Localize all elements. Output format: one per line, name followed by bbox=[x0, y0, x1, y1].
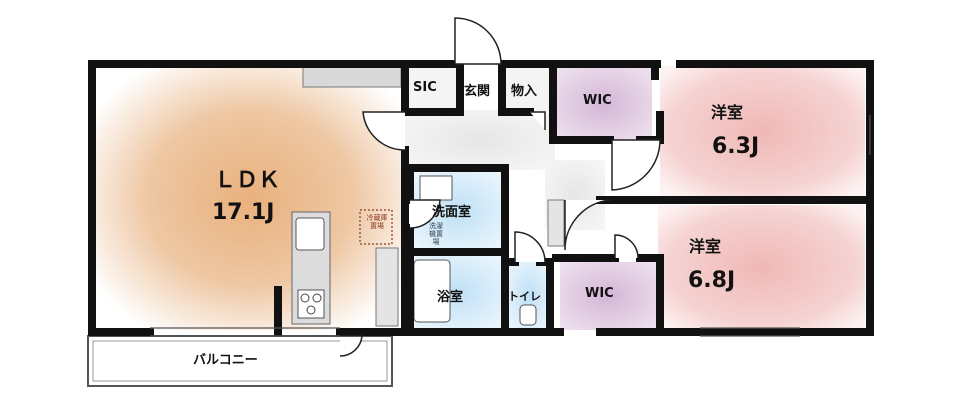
fridge-space-label: 冷蔵庫置場 bbox=[366, 214, 388, 230]
doors bbox=[339, 17, 661, 357]
ldk-closet bbox=[302, 66, 402, 88]
wic1-floor bbox=[556, 68, 652, 140]
western2-size: 6.8J bbox=[688, 268, 736, 293]
wic2-floor bbox=[560, 262, 656, 330]
western1-name: 洋室 bbox=[711, 103, 744, 122]
ldk-name: ＬＤＫ bbox=[214, 168, 281, 193]
sic-label: SIC bbox=[413, 80, 437, 95]
tall-cabinet bbox=[375, 247, 399, 327]
vanity bbox=[419, 175, 453, 201]
ldk-size: 17.1J bbox=[212, 200, 275, 225]
washroom-divider bbox=[547, 199, 565, 247]
western2-name: 洋室 bbox=[689, 237, 722, 256]
entrance-label: 玄関 bbox=[464, 84, 491, 99]
western1-floor bbox=[660, 66, 865, 196]
wic1-label: WIC bbox=[583, 93, 612, 108]
toilet-bowl bbox=[519, 304, 537, 326]
ldk-floor bbox=[95, 66, 405, 330]
western2-floor bbox=[658, 205, 865, 330]
storage-floor bbox=[505, 68, 550, 112]
western1-size: 6.3J bbox=[712, 134, 760, 159]
walls bbox=[88, 60, 874, 336]
balcony-label: バルコニー bbox=[193, 353, 258, 368]
fridge-outline bbox=[359, 209, 393, 245]
washroom-label: 洗面室 bbox=[432, 205, 472, 220]
laundry-space-label: 洗濯機置場 bbox=[429, 222, 443, 246]
windows bbox=[150, 115, 871, 337]
sic-floor bbox=[405, 68, 457, 112]
bathroom-label: 浴室 bbox=[437, 290, 464, 305]
wic2-label: WIC bbox=[585, 286, 614, 301]
hall-floor bbox=[405, 110, 555, 170]
toilet-label: トイレ bbox=[508, 290, 541, 303]
storage-label: 物入 bbox=[511, 84, 538, 99]
